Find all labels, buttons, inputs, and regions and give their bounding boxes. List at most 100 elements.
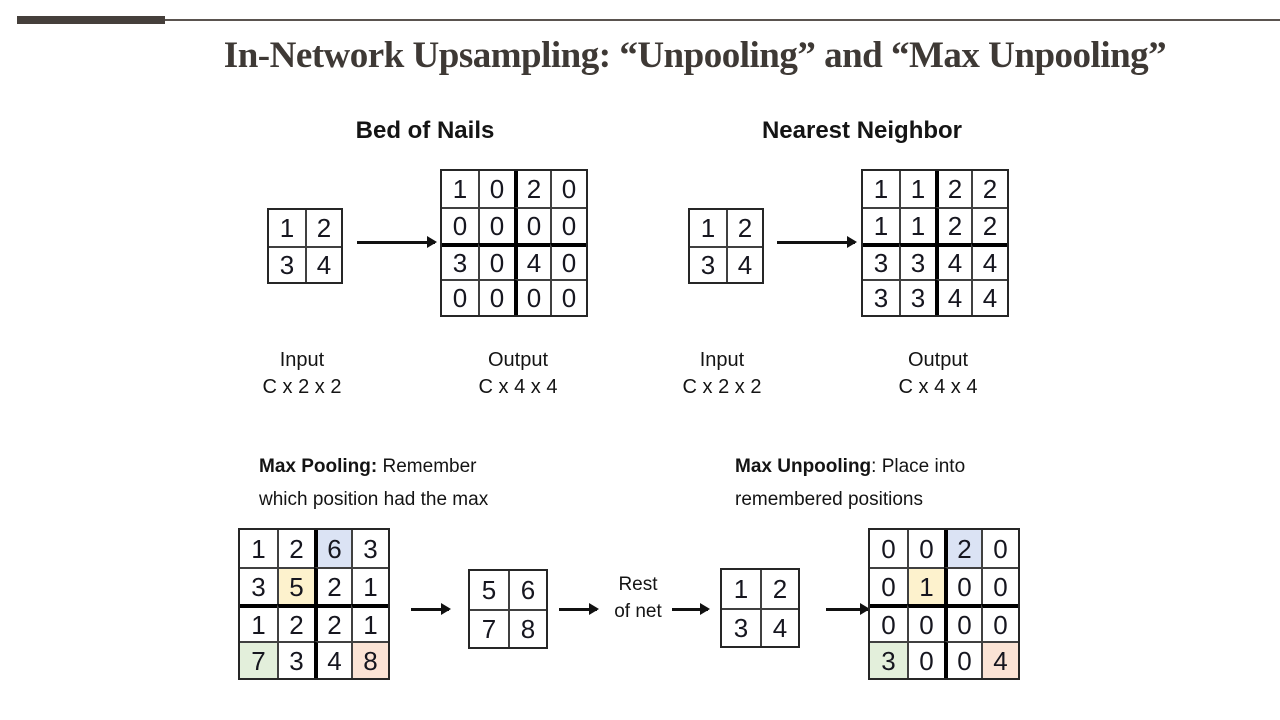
grid-cell: 0 [442, 279, 478, 315]
grid-cell: 0 [550, 171, 586, 207]
grid-cell: 4 [971, 243, 1007, 279]
grid-cell: 1 [700, 213, 716, 243]
nearest-neighbor-input-label: Input C x 2 x 2 [657, 347, 787, 401]
arrow-right-icon [826, 604, 870, 614]
arrow-right-icon [559, 604, 599, 614]
max-pooling-caption-rest: Remember which position had the max [259, 456, 489, 510]
grid-cell: 0 [514, 207, 550, 243]
heading-bed-of-nails: Bed of Nails [355, 117, 495, 144]
grid-cell: 1 [899, 207, 935, 243]
grid-cell: 2 [277, 530, 314, 567]
grid-cell: 0 [870, 604, 907, 641]
grid-cell: 0 [478, 243, 514, 279]
accent-line [165, 19, 1280, 21]
bed-of-nails-input-label: Input C x 2 x 2 [237, 347, 367, 401]
grid-cell: 2 [314, 567, 351, 604]
bed-of-nails-output-label: Output C x 4 x 4 [453, 347, 583, 401]
grid-cell: 3 [240, 567, 277, 604]
output-label: Output [907, 349, 969, 371]
grid-cell: 1 [279, 213, 295, 243]
grid-cell: 0 [907, 641, 944, 678]
grid-cell: 2 [935, 207, 971, 243]
grid-cell: 7 [240, 641, 277, 678]
grid-cell: 0 [907, 604, 944, 641]
grid-cell: 3 [442, 243, 478, 279]
grid-cell: 0 [907, 530, 944, 567]
output-dims: C x 4 x 4 [478, 376, 558, 398]
grid-cell: 1 [351, 604, 388, 641]
grid-cell: 4 [971, 279, 1007, 315]
grid-cell: 5 [481, 575, 497, 605]
grid-cell: 0 [478, 207, 514, 243]
grid-cell: 4 [760, 608, 798, 646]
grid-cell: 3 [863, 243, 899, 279]
grid-cell: 4 [935, 243, 971, 279]
grid-cell: 2 [971, 207, 1007, 243]
grid-cell: 0 [478, 171, 514, 207]
grid-cell: 3 [722, 608, 760, 646]
grid-cell: 2 [314, 604, 351, 641]
grid-cell: 8 [508, 609, 546, 647]
max-pooling-caption-bold: Max Pooling: [259, 456, 378, 477]
grid-cell: 0 [981, 530, 1018, 567]
grid-cell: 0 [550, 243, 586, 279]
accent-bar [17, 16, 165, 24]
grid-cell: 1 [907, 567, 944, 604]
rest-of-net-label: Rest of net [614, 574, 662, 622]
grid-cell: 8 [351, 641, 388, 678]
grid-cell: 0 [478, 279, 514, 315]
grid-cell: 2 [726, 210, 762, 246]
grid-cell: 3 [277, 641, 314, 678]
grid-cell: 6 [508, 571, 546, 609]
page-title: In-Network Upsampling: “Unpooling” and “… [223, 35, 1167, 76]
grid-cell: 3 [269, 246, 305, 282]
grid-cell: 1 [452, 174, 468, 204]
grid-cell: 4 [514, 243, 550, 279]
grid-cell: 0 [514, 279, 550, 315]
max-unpooling-caption-rest: : Place into remembered positions [735, 456, 966, 510]
grid-cell: 4 [726, 246, 762, 282]
input-label: Input [699, 349, 745, 371]
input-label: Input [279, 349, 325, 371]
grid-cell: 1 [873, 174, 889, 204]
grid-cell: 1 [251, 533, 266, 564]
arrow-right-icon [411, 604, 451, 614]
grid-cell: 1 [863, 207, 899, 243]
grid-cell: 4 [305, 246, 341, 282]
grid-cell: 2 [971, 171, 1007, 207]
grid-cell: 3 [870, 641, 907, 678]
grid-cell: 0 [944, 604, 981, 641]
grid-cell: 2 [944, 530, 981, 567]
heading-nearest-neighbor: Nearest Neighbor [761, 117, 963, 144]
grid-cell: 7 [470, 609, 508, 647]
grid-cell: 0 [981, 567, 1018, 604]
max-unpooling-caption: Max Unpooling: Place into remembered pos… [735, 450, 990, 516]
grid-cell: 3 [899, 243, 935, 279]
grid-cell: 4 [935, 279, 971, 315]
output-dims: C x 4 x 4 [898, 376, 978, 398]
grid-cell: 0 [944, 641, 981, 678]
grid-cell: 0 [550, 279, 586, 315]
grid-cell: 0 [870, 567, 907, 604]
grid-cell: 3 [899, 279, 935, 315]
grid-cell: 1 [899, 171, 935, 207]
grid-cell: 2 [514, 171, 550, 207]
grid-cell: 2 [277, 604, 314, 641]
grid-cell: 0 [550, 207, 586, 243]
grid-cell: 0 [881, 533, 896, 564]
input-dims: C x 2 x 2 [262, 376, 342, 398]
nearest-neighbor-output-label: Output C x 4 x 4 [873, 347, 1003, 401]
grid-cell: 2 [935, 171, 971, 207]
arrow-right-icon [777, 237, 857, 247]
grid-cell: 0 [944, 567, 981, 604]
grid-cell: 2 [305, 210, 341, 246]
